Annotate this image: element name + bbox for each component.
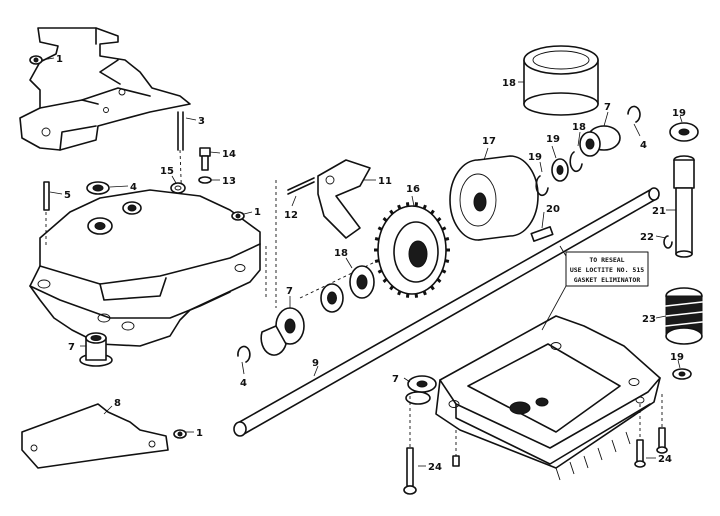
clip-15 — [170, 182, 186, 194]
gear-16 — [374, 202, 450, 298]
gear-tooth — [382, 278, 388, 283]
callout-17: 17 — [482, 136, 496, 147]
gear-tooth — [444, 237, 450, 241]
gear-tooth — [444, 259, 450, 263]
gear-tooth — [436, 217, 442, 222]
callout-21: 21 — [652, 206, 666, 217]
gear-tooth — [397, 290, 402, 296]
ring-19-b — [569, 151, 583, 173]
shift-fork-11 — [317, 159, 371, 239]
gear-tooth — [397, 204, 402, 210]
callout-7-mid: 7 — [286, 286, 293, 297]
callout-18-a: 18 — [334, 248, 348, 259]
callout-19-a: 19 — [528, 152, 542, 163]
note-line-3: GASKET ELIMINATOR — [574, 276, 641, 284]
reseal-note: TO RESEAL USE LOCTITE NO. 515 GASKET ELI… — [541, 251, 649, 331]
gear-tooth — [389, 285, 394, 291]
callout-4-left: 4 — [130, 182, 137, 193]
note-line-1: TO RESEAL — [589, 256, 624, 264]
gear-tooth — [430, 285, 435, 291]
washer-13 — [198, 176, 212, 184]
pin-5 — [43, 181, 50, 248]
callout-19-bottom: 19 — [670, 352, 684, 363]
callout-18-b: 18 — [572, 122, 586, 133]
gear-tooth — [377, 226, 383, 231]
callout-14: 14 — [222, 149, 236, 160]
key-20 — [530, 226, 554, 242]
washer-19-top — [669, 122, 699, 142]
callout-7-bottom: 7 — [392, 374, 399, 385]
callout-11: 11 — [378, 176, 392, 187]
pin-3 — [177, 111, 184, 207]
callout-20: 20 — [546, 204, 560, 215]
callout-24-left: 24 — [428, 462, 442, 473]
screw-24-left — [403, 396, 460, 495]
leader-lines — [41, 57, 683, 467]
screw-1-mid — [231, 211, 245, 221]
clip-4-lower — [237, 345, 251, 363]
callout-3: 3 — [198, 116, 205, 127]
callout-19-top: 19 — [672, 108, 686, 119]
screw-24-right — [634, 394, 668, 468]
callout-1-top: 1 — [56, 54, 63, 65]
mounting-bracket — [19, 27, 191, 151]
clip-22 — [663, 235, 673, 249]
bearing-18-top — [523, 45, 599, 116]
callout-13: 13 — [222, 176, 236, 187]
callout-24-right: 24 — [658, 454, 672, 465]
pin-12 — [287, 177, 315, 195]
callout-4-lower: 4 — [240, 378, 247, 389]
bolt-14 — [199, 147, 211, 171]
worm-shaft-21 — [673, 155, 695, 258]
gear-tooth — [374, 259, 380, 263]
gear-tooth — [441, 269, 447, 274]
callout-4-right: 4 — [640, 140, 647, 151]
clip-4-right — [627, 105, 641, 123]
washer-4-left — [86, 181, 110, 195]
callout-7-left: 7 — [68, 342, 75, 353]
gear-tooth — [436, 278, 442, 283]
upper-housing — [29, 189, 261, 347]
note-line-2: USE LOCTITE NO. 515 — [570, 266, 644, 274]
callout-5: 5 — [64, 190, 71, 201]
callout-22: 22 — [640, 232, 654, 243]
gear-tooth — [430, 209, 435, 215]
callout-8: 8 — [114, 398, 121, 409]
worm-gear-23 — [665, 287, 703, 345]
gear-tooth — [374, 237, 380, 241]
gear-tooth — [441, 226, 447, 231]
gasket-8 — [21, 403, 169, 469]
bushing-7-mid — [260, 307, 305, 356]
gear-tooth — [422, 204, 427, 210]
bushing-7-left — [79, 332, 113, 367]
gear-tooth — [377, 269, 383, 274]
gear-tooth — [422, 290, 427, 296]
lower-housing — [435, 315, 661, 481]
washer-19-bottom — [672, 368, 692, 380]
callout-19-b: 19 — [546, 134, 560, 145]
bushing-7-bottom — [405, 375, 437, 405]
washer-18-a — [551, 158, 569, 182]
shaft-9 — [233, 187, 660, 437]
clutch-cone-17 — [449, 155, 539, 241]
callout-16: 16 — [406, 184, 420, 195]
washer-18-mid — [320, 265, 375, 313]
gear-tooth — [389, 209, 394, 215]
callout-12: 12 — [284, 210, 298, 221]
callout-7-right: 7 — [604, 102, 611, 113]
ring-19-a — [535, 175, 549, 197]
screw-1-bottom — [173, 429, 187, 439]
callout-23: 23 — [642, 314, 656, 325]
callout-18-top: 18 — [502, 78, 516, 89]
callout-labels: 1 3 4 5 14 13 15 1 7 8 1 11 12 16 18 7 4… — [56, 54, 686, 473]
callout-15: 15 — [160, 166, 174, 177]
callout-1-bottom: 1 — [196, 428, 203, 439]
screw-1-top — [29, 55, 43, 65]
bushing-7-right — [579, 125, 621, 157]
gear-tooth — [382, 217, 388, 222]
callout-9: 9 — [312, 358, 319, 369]
callout-1-mid: 1 — [254, 207, 261, 218]
